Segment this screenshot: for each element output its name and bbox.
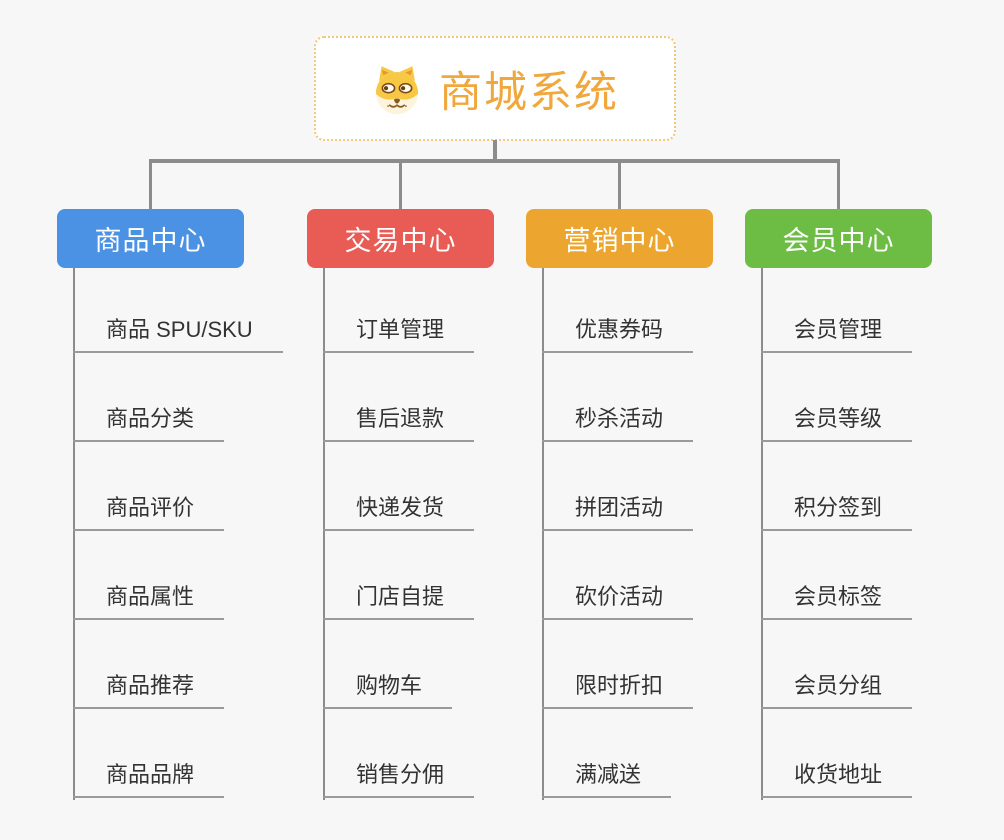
connector-branch-stub	[149, 163, 152, 209]
child-node[interactable]: 优惠券码	[542, 268, 694, 353]
child-label: 会员标签	[794, 584, 883, 609]
child-node[interactable]: 满减送	[542, 709, 672, 798]
child-label: 会员管理	[794, 317, 883, 342]
connector-trunk-line	[323, 268, 325, 800]
connector-branch-stub	[837, 163, 840, 209]
branch-label: 商品中心	[94, 226, 207, 256]
child-label: 快递发货	[356, 495, 445, 520]
child-label: 商品推荐	[106, 673, 195, 698]
child-node[interactable]: 商品推荐	[73, 620, 225, 709]
child-node[interactable]: 快递发货	[323, 442, 475, 531]
child-column-product-center: 商品 SPU/SKU 商品分类商品评价商品属性商品推荐商品品牌	[73, 268, 283, 798]
child-node[interactable]: 积分签到	[761, 442, 913, 531]
branch-label: 交易中心	[344, 226, 457, 256]
root-node[interactable]: 商城系统	[314, 36, 676, 141]
shiba-dog-icon	[371, 63, 423, 115]
connector-root-stub	[493, 140, 497, 160]
child-label: 会员等级	[794, 406, 883, 431]
child-label: 商品分类	[106, 406, 195, 431]
child-label: 售后退款	[356, 406, 445, 431]
child-label: 满减送	[575, 762, 642, 787]
child-label: 购物车	[356, 673, 423, 698]
child-node[interactable]: 拼团活动	[542, 442, 694, 531]
child-label: 商品 SPU/SKU	[106, 317, 253, 342]
connector-horizontal-line	[149, 159, 840, 163]
branch-node-product-center[interactable]: 商品中心	[57, 209, 244, 268]
child-label: 砍价活动	[575, 584, 664, 609]
child-node[interactable]: 收货地址	[761, 709, 913, 798]
child-label: 积分签到	[794, 495, 883, 520]
child-label: 门店自提	[356, 584, 445, 609]
child-node[interactable]: 会员管理	[761, 268, 913, 353]
child-column-marketing-center: 优惠券码秒杀活动拼团活动砍价活动限时折扣满减送	[542, 268, 694, 798]
child-node[interactable]: 秒杀活动	[542, 353, 694, 442]
child-label: 限时折扣	[575, 673, 664, 698]
child-node[interactable]: 购物车	[323, 620, 453, 709]
connector-trunk-line	[542, 268, 544, 800]
child-node[interactable]: 商品分类	[73, 353, 225, 442]
child-node[interactable]: 限时折扣	[542, 620, 694, 709]
child-node[interactable]: 售后退款	[323, 353, 475, 442]
branch-label: 会员中心	[782, 226, 895, 256]
child-label: 商品品牌	[106, 762, 195, 787]
child-node[interactable]: 销售分佣	[323, 709, 475, 798]
child-label: 订单管理	[356, 317, 445, 342]
child-label: 销售分佣	[356, 762, 445, 787]
child-node[interactable]: 订单管理	[323, 268, 475, 353]
branch-label: 营销中心	[563, 226, 676, 256]
child-column-member-center: 会员管理会员等级积分签到会员标签会员分组收货地址	[761, 268, 913, 798]
child-node[interactable]: 砍价活动	[542, 531, 694, 620]
branch-node-trade-center[interactable]: 交易中心	[307, 209, 494, 268]
child-node[interactable]: 商品 SPU/SKU	[73, 268, 283, 353]
child-label: 优惠券码	[575, 317, 664, 342]
child-label: 商品评价	[106, 495, 195, 520]
child-node[interactable]: 会员标签	[761, 531, 913, 620]
child-column-trade-center: 订单管理售后退款快递发货门店自提购物车销售分佣	[323, 268, 475, 798]
connector-branch-stub	[618, 163, 621, 209]
branch-node-member-center[interactable]: 会员中心	[745, 209, 932, 268]
child-label: 商品属性	[106, 584, 195, 609]
child-node[interactable]: 门店自提	[323, 531, 475, 620]
child-node[interactable]: 商品属性	[73, 531, 225, 620]
child-label: 拼团活动	[575, 495, 664, 520]
child-node[interactable]: 会员等级	[761, 353, 913, 442]
branch-node-marketing-center[interactable]: 营销中心	[526, 209, 713, 268]
child-node[interactable]: 商品评价	[73, 442, 225, 531]
child-label: 会员分组	[794, 673, 883, 698]
connector-trunk-line	[73, 268, 75, 800]
connector-trunk-line	[761, 268, 763, 800]
child-node[interactable]: 会员分组	[761, 620, 913, 709]
child-label: 秒杀活动	[575, 406, 664, 431]
child-label: 收货地址	[794, 762, 883, 787]
connector-branch-stub	[399, 163, 402, 209]
child-node[interactable]: 商品品牌	[73, 709, 225, 798]
root-label: 商城系统	[439, 68, 619, 117]
